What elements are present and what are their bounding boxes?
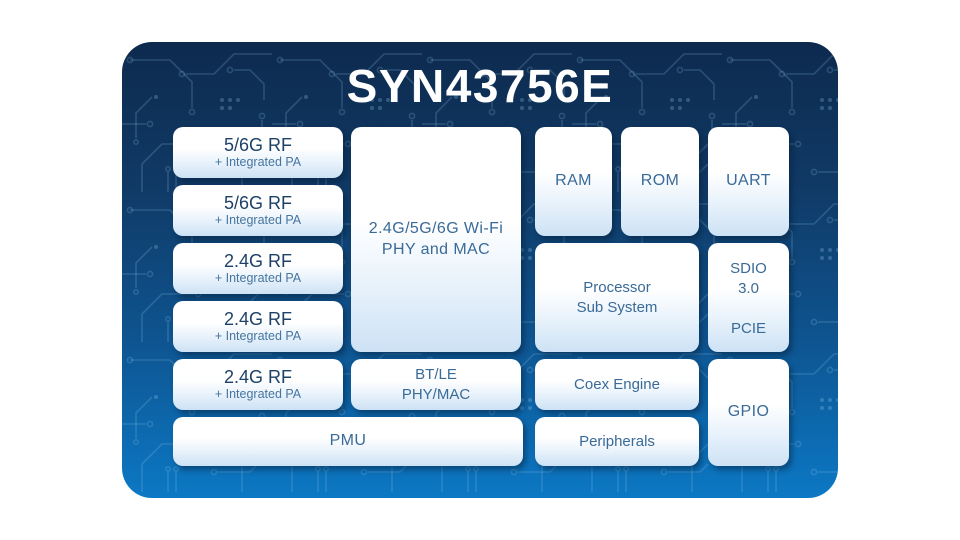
block-rf-2-4g-1: 2.4G RF + Integrated PA: [173, 243, 343, 294]
block-title: 5/6G RF: [223, 134, 293, 155]
block-rf-5-6g-1: 5/6G RF + Integrated PA: [173, 127, 343, 178]
block-label: Peripherals: [579, 432, 655, 450]
block-subtitle: + Integrated PA: [214, 213, 302, 228]
chip-title: SYN43756E: [346, 60, 614, 112]
block-rom: ROM: [621, 127, 699, 236]
block-processor-subsystem: Processor Sub System: [535, 243, 699, 352]
block-label-line2: PHY/MAC: [401, 385, 471, 403]
block-label-line2: 3.0: [738, 279, 759, 297]
block-label: Coex Engine: [574, 375, 660, 393]
block-label-line2: PHY and MAC: [381, 240, 491, 258]
block-bt-le-phy-mac: BT/LE PHY/MAC: [351, 359, 521, 410]
chip-diagram-card: SYN43756E 5/6G RF + Integrated PA 5/6G R…: [122, 42, 838, 498]
block-label: PMU: [329, 432, 367, 450]
block-title: 2.4G RF: [223, 308, 293, 329]
block-rf-5-6g-2: 5/6G RF + Integrated PA: [173, 185, 343, 236]
block-subtitle: + Integrated PA: [214, 271, 302, 286]
block-label-line2: Sub System: [576, 298, 658, 316]
block-label-line3: PCIE: [730, 319, 766, 337]
block-peripherals: Peripherals: [535, 417, 699, 466]
block-label-line1: SDIO: [730, 260, 767, 277]
block-title: 5/6G RF: [223, 192, 293, 213]
block-uart: UART: [708, 127, 789, 236]
block-sdio-pcie: SDIO 3.0 PCIE: [708, 243, 789, 352]
block-label-line1: BT/LE: [415, 366, 457, 383]
block-wifi-phy-mac: 2.4G/5G/6G Wi-Fi PHY and MAC: [351, 127, 521, 352]
block-label: ROM: [640, 172, 680, 190]
block-label: UART: [726, 172, 771, 190]
block-gpio: GPIO: [708, 359, 789, 466]
block-subtitle: + Integrated PA: [214, 387, 302, 402]
block-ram: RAM: [535, 127, 612, 236]
block-subtitle: + Integrated PA: [214, 329, 302, 344]
block-label-line1: 2.4G/5G/6G Wi-Fi: [368, 219, 504, 237]
block-rf-2-4g-3: 2.4G RF + Integrated PA: [173, 359, 343, 410]
block-pmu: PMU: [173, 417, 523, 466]
block-label-line1: Processor: [583, 279, 651, 296]
block-title: 2.4G RF: [223, 366, 293, 387]
block-coex-engine: Coex Engine: [535, 359, 699, 410]
block-rf-2-4g-2: 2.4G RF + Integrated PA: [173, 301, 343, 352]
block-subtitle: + Integrated PA: [214, 155, 302, 170]
block-label: RAM: [555, 172, 592, 190]
block-label: GPIO: [727, 403, 770, 421]
block-title: 2.4G RF: [223, 250, 293, 271]
